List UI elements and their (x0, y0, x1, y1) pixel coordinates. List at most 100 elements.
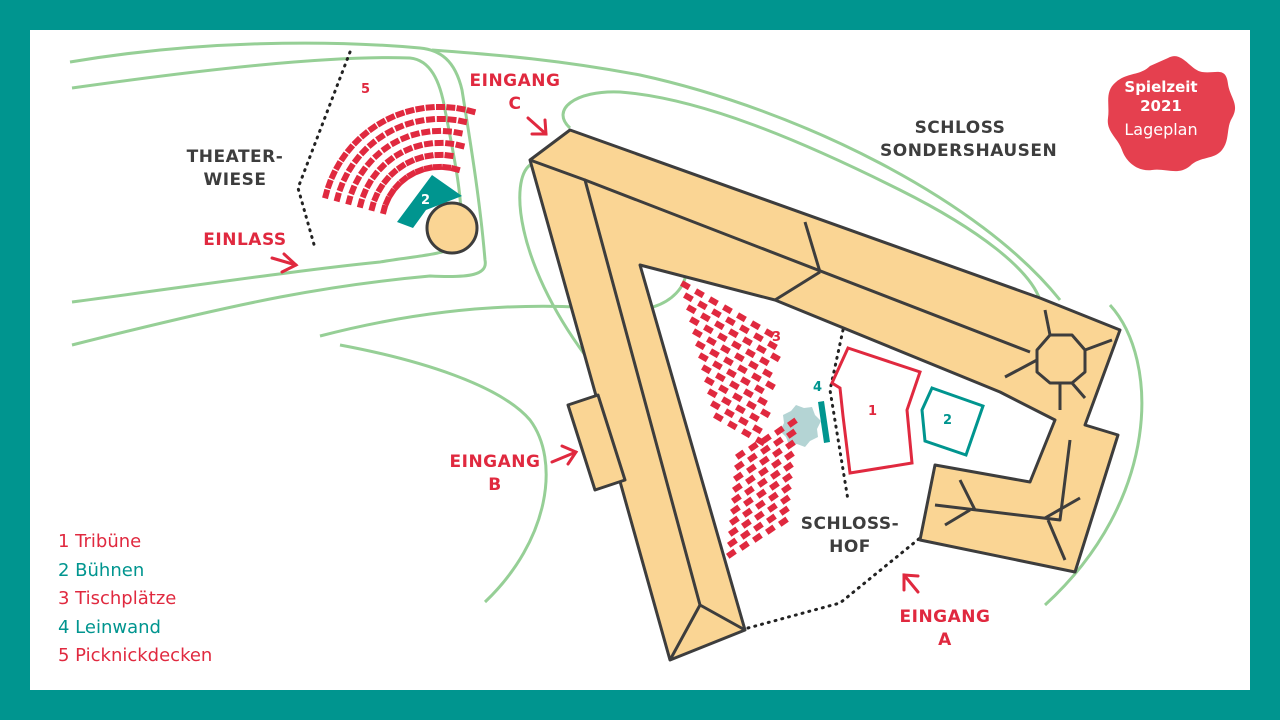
picnic-blanket (442, 127, 453, 135)
picnic-blanket (436, 115, 446, 123)
picnic-blanket (394, 122, 405, 132)
table-seat (772, 447, 783, 458)
table-seat (739, 324, 750, 335)
path-line (69, 41, 487, 347)
table-seat (769, 480, 780, 491)
table-seat (746, 463, 757, 474)
table-seat (711, 308, 722, 319)
picnic-blanket (431, 127, 442, 135)
number-screen: 4 (813, 380, 823, 395)
picnic-blanket (385, 113, 396, 123)
table-seat (773, 436, 784, 447)
castle-building (528, 128, 1122, 662)
court-stage-outline (920, 386, 985, 457)
table-seat (770, 352, 781, 363)
table-seat (700, 312, 711, 323)
table-seat (733, 471, 744, 482)
table-seat (740, 529, 751, 540)
badge-shape (1107, 56, 1236, 172)
table-seat (762, 368, 773, 379)
screen (818, 401, 830, 443)
number-tables: 3 (772, 330, 782, 345)
table-seat (694, 288, 705, 299)
roof-line (944, 508, 971, 527)
label-theaterwiese: THEATER-WIESE (186, 147, 284, 190)
picnic-blanket (423, 164, 434, 173)
picnic-blanket (375, 182, 386, 194)
table-seat (782, 472, 793, 483)
paths (69, 41, 1144, 607)
table-seat (785, 439, 796, 450)
path-line (431, 48, 1062, 301)
table-seat (749, 412, 760, 423)
table-seat (727, 420, 738, 431)
picnic-blanket (454, 141, 466, 150)
picnic-blanket (441, 163, 452, 171)
picnic-blanket (372, 149, 383, 161)
table-seat (774, 425, 785, 436)
picnic-blanket (413, 141, 424, 151)
table-seat (779, 505, 790, 516)
picnic-blanket (375, 132, 386, 143)
table-seat (731, 493, 742, 504)
table-seat (780, 494, 791, 505)
tribune-outline (830, 346, 922, 475)
table-seat (754, 384, 765, 395)
picnic-blanket (368, 201, 377, 212)
picnic-blanket (358, 165, 369, 177)
picnic-blanket (399, 133, 411, 143)
picnic-blanket (340, 171, 351, 183)
picnic-blanket (359, 187, 369, 199)
picnic-blanket (322, 188, 331, 200)
picnic-blanket (333, 160, 343, 171)
picnic-blanket (369, 169, 381, 181)
picnic-blanket (359, 129, 370, 140)
picnic-blanket (450, 165, 461, 174)
meadow-stage (397, 175, 462, 228)
arrow-icon-einlass (270, 252, 299, 274)
path-line (518, 163, 587, 356)
picnic-blanket (367, 123, 379, 134)
entrance-arrows (270, 116, 920, 594)
roof-line (1046, 519, 1067, 561)
picnic-blanket (338, 151, 349, 163)
table-seat (767, 340, 778, 351)
table-seat (778, 516, 789, 527)
picnic-blanket (380, 204, 389, 215)
table-seat (706, 336, 717, 347)
label-schlosshof: SCHLOSS-HOF (800, 514, 900, 557)
table-seat (757, 396, 768, 407)
picnic-blanket (344, 143, 356, 155)
picnic-blanket (348, 184, 358, 196)
table-seat (686, 304, 697, 315)
table-seat (752, 424, 763, 435)
picnic-blanket (376, 117, 387, 128)
number-stage-meadow: 2 (421, 193, 431, 208)
picnic-blanket (415, 104, 425, 113)
table-seat (737, 364, 748, 375)
roof-line (668, 604, 702, 661)
picnic-blanket (388, 167, 399, 179)
picnic-blanket (414, 153, 425, 163)
picnic-blanket (444, 152, 454, 160)
table-seat (755, 436, 766, 447)
table-seat (722, 304, 733, 315)
table-seat (707, 388, 718, 399)
picnic-blanket (453, 128, 464, 137)
table-seat (760, 444, 771, 455)
table-seat (743, 496, 754, 507)
picnic-blanket (404, 157, 416, 167)
table-seat (764, 328, 775, 339)
table-seat (680, 280, 691, 291)
picnic-blanket (324, 178, 334, 190)
table-seat (765, 380, 776, 391)
picnic-blanket (404, 119, 415, 128)
picnic-blanket (444, 140, 455, 148)
table-seat (758, 466, 769, 477)
arrow-icon-eingang-a (902, 573, 920, 594)
roof-line (958, 479, 977, 511)
picnic-blanket (434, 151, 444, 159)
